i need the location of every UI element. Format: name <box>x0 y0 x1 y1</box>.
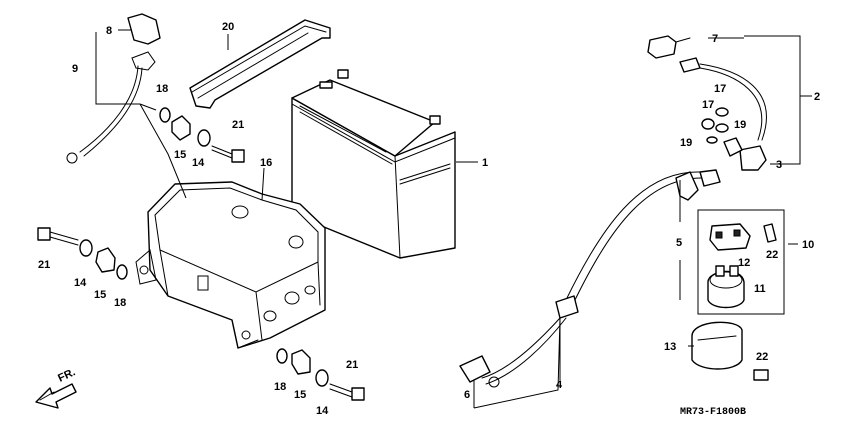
callout-21-upper: 21 <box>232 119 244 131</box>
callout-17-lower: 17 <box>702 99 714 111</box>
callout-5: 5 <box>676 237 682 249</box>
callout-15-bottom: 15 <box>294 389 306 401</box>
relay-cover <box>691 321 769 381</box>
hardware-left-lower <box>37 227 128 280</box>
callout-7: 7 <box>712 33 718 45</box>
callout-22-upper: 22 <box>766 249 778 261</box>
battery <box>291 69 456 259</box>
callout-13: 13 <box>664 341 676 353</box>
negative-cable <box>66 13 161 164</box>
positive-cable <box>647 35 767 171</box>
hardware-left-upper <box>159 107 245 163</box>
callout-4: 4 <box>556 379 563 391</box>
callout-14-left: 14 <box>74 277 87 289</box>
callout-labels: 1 2 3 4 5 6 7 8 9 10 11 12 13 14 14 14 1… <box>38 21 820 417</box>
callout-10: 10 <box>802 239 814 251</box>
callout-22-lower: 22 <box>756 351 768 363</box>
hardware-bottom <box>276 348 365 401</box>
battery-box <box>135 181 326 349</box>
starter-relay-box <box>697 209 785 315</box>
callout-18-upper: 18 <box>156 83 168 95</box>
callout-12: 12 <box>738 257 750 269</box>
callout-9: 9 <box>72 63 78 75</box>
front-direction-label: FR. <box>56 366 77 384</box>
front-direction-arrow: FR. <box>35 366 77 409</box>
callout-16: 16 <box>260 157 272 169</box>
callout-3: 3 <box>776 159 782 171</box>
callout-14-upper: 14 <box>192 157 205 169</box>
callout-19-left: 19 <box>680 137 692 149</box>
callout-21-bottom: 21 <box>346 359 358 371</box>
battery-band <box>189 19 331 109</box>
starter-relay <box>707 223 777 309</box>
callout-15-left: 15 <box>94 289 106 301</box>
callout-18-bottom: 18 <box>274 381 286 393</box>
callout-19-right: 19 <box>734 119 746 131</box>
callout-8: 8 <box>106 25 112 37</box>
callout-17-upper: 17 <box>714 83 726 95</box>
nuts-washers-right <box>701 107 729 144</box>
diagram-code: MR73-F1800B <box>680 407 746 418</box>
starter-cable <box>459 169 721 388</box>
callout-15-upper: 15 <box>174 149 186 161</box>
callout-2: 2 <box>814 91 820 103</box>
callout-11: 11 <box>754 283 766 295</box>
callout-21-left: 21 <box>38 259 50 271</box>
callout-14-bottom: 14 <box>316 405 329 417</box>
callout-20: 20 <box>222 21 234 33</box>
callout-18-left: 18 <box>114 297 126 309</box>
callout-6: 6 <box>464 389 470 401</box>
callout-1: 1 <box>482 157 488 169</box>
leader-lines <box>95 29 812 409</box>
